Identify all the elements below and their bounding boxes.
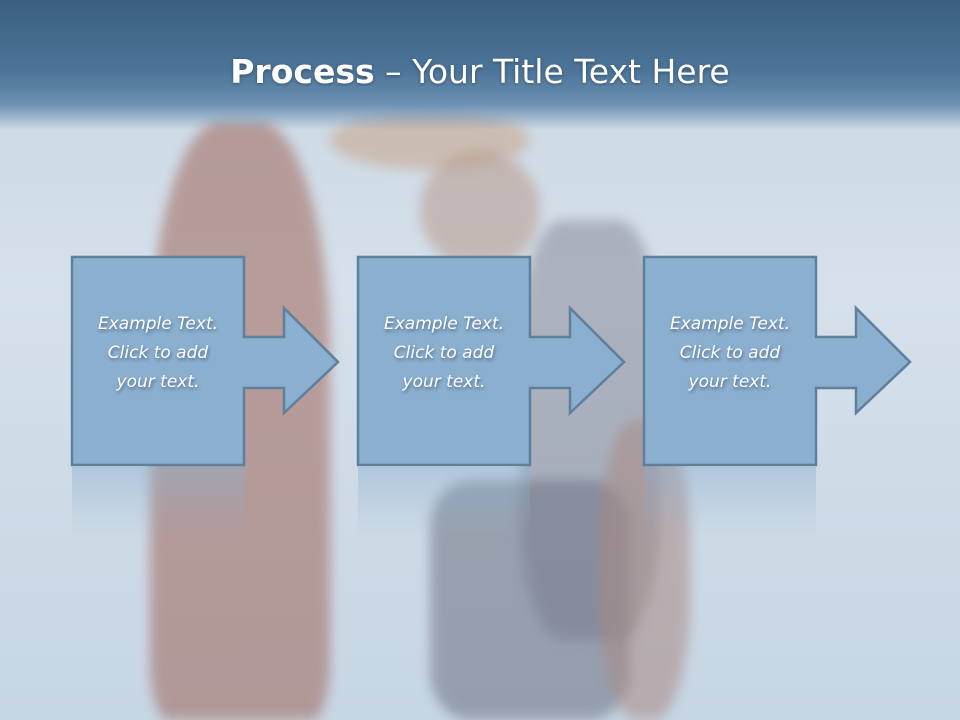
step-text-line: Example Text. [383, 314, 505, 334]
title-bar [0, 0, 960, 130]
title-rest: – Your Title Text Here [374, 52, 730, 91]
step-arrow-shape-2[interactable] [356, 255, 626, 467]
step-text-line: Click to add [107, 343, 209, 363]
step-text-2[interactable]: Example Text. Click to add your text. [358, 310, 530, 397]
step-reflection [644, 467, 816, 537]
step-arrow-shape-3[interactable] [642, 255, 912, 467]
step-arrow-shape-1[interactable] [70, 255, 340, 467]
step-text-line: your text. [688, 372, 772, 392]
step-text-line: Click to add [393, 343, 495, 363]
step-text-line: Example Text. [669, 314, 791, 334]
step-text-line: Example Text. [97, 314, 219, 334]
slide-title: Process – Your Title Text Here [0, 52, 960, 91]
step-text-3[interactable]: Example Text. Click to add your text. [644, 310, 816, 397]
title-bold: Process [230, 52, 375, 91]
step-text-line: Click to add [679, 343, 781, 363]
step-reflection [358, 467, 530, 537]
step-text-1[interactable]: Example Text. Click to add your text. [72, 310, 244, 397]
step-reflection [72, 467, 244, 537]
step-text-line: your text. [116, 372, 200, 392]
step-text-line: your text. [402, 372, 486, 392]
